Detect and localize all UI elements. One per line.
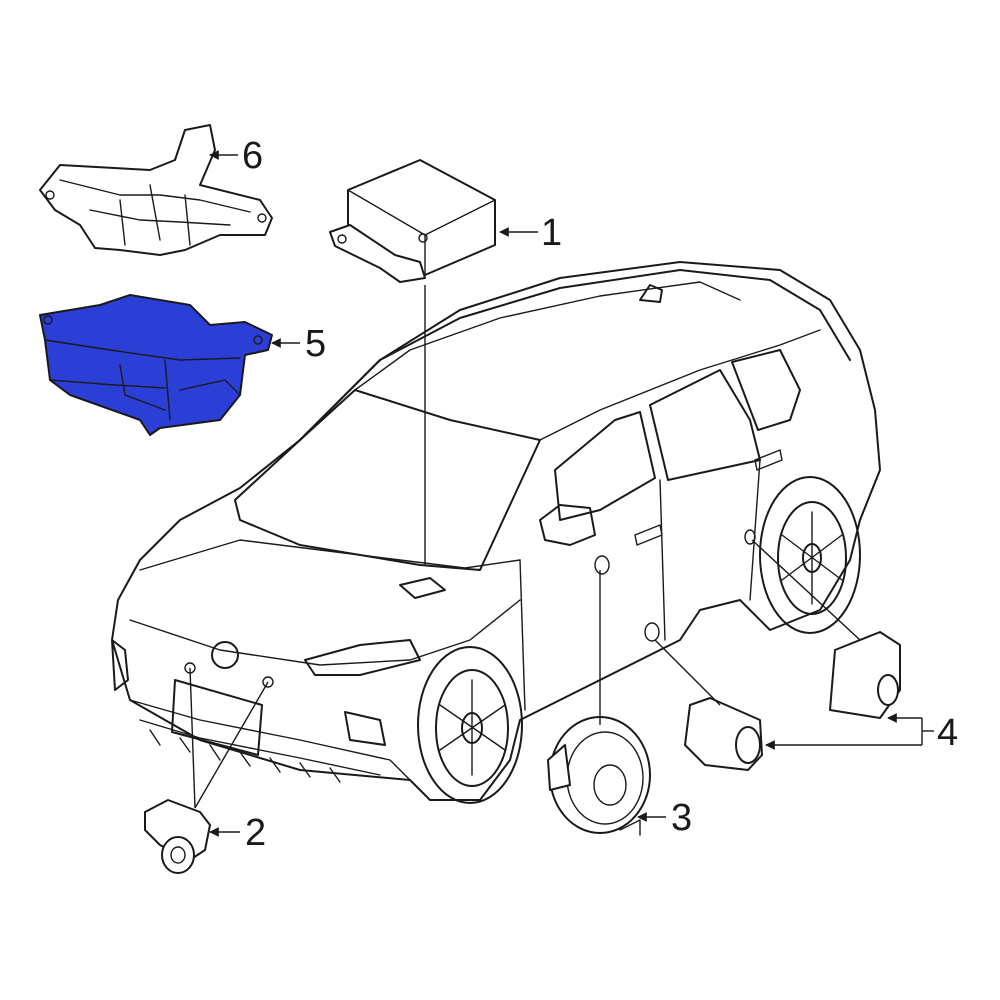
part-4-sensors (654, 539, 934, 771)
callout-6: 6 (242, 135, 263, 177)
part-5-module-highlighted (39, 294, 273, 436)
callout-5: 5 (305, 323, 326, 365)
part-1-control-module (329, 159, 496, 565)
part-2-sensor (144, 667, 269, 874)
callout-1: 1 (541, 212, 562, 254)
callout-4: 4 (937, 712, 958, 754)
callout-labels: 1 2 3 4 5 6 (242, 135, 958, 854)
part-6-bracket (39, 124, 273, 256)
callout-arrows (209, 150, 666, 837)
callout-3: 3 (671, 797, 692, 839)
callout-2: 2 (245, 812, 266, 854)
vehicle-illustration (111, 261, 881, 804)
part-3-speaker (547, 570, 651, 836)
